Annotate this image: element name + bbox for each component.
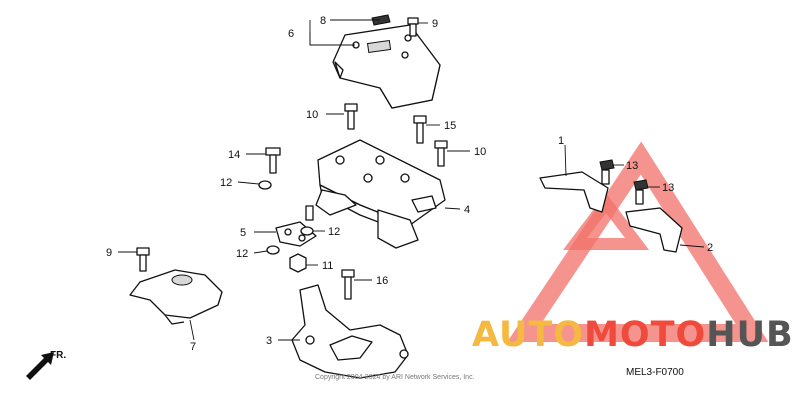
callout-15: 15: [444, 120, 456, 132]
washer-part-12-upper[interactable]: [258, 180, 272, 190]
bracket-part-1[interactable]: [539, 171, 609, 213]
bolt-part-15[interactable]: [413, 115, 427, 144]
callout-14: 14: [228, 149, 240, 161]
front-direction-arrow-icon: [26, 352, 54, 380]
callout-5: 5: [240, 227, 246, 239]
washer-part-12-lower[interactable]: [266, 245, 280, 255]
bolt-part-13-lower[interactable]: [633, 179, 649, 205]
leader-lines: [118, 19, 705, 341]
callout-13-lower: 13: [662, 182, 674, 194]
callout-2: 2: [707, 242, 713, 254]
callout-7: 7: [190, 341, 196, 353]
brand-part-hub: HUB: [706, 315, 794, 355]
callout-8: 8: [320, 15, 326, 27]
callout-12-upper: 12: [220, 177, 232, 189]
bolt-part-10-upper[interactable]: [344, 103, 358, 130]
copyright-notice: Copyright 2004-2024 by ARI Network Servi…: [315, 374, 475, 381]
callout-10-upper: 10: [306, 109, 318, 121]
front-direction-label: FR.: [50, 350, 67, 361]
brand-part-moto: MOTO: [584, 315, 707, 355]
screw-part-9-left[interactable]: [136, 247, 150, 272]
callout-3: 3: [266, 335, 272, 347]
top-cover-part-6[interactable]: [332, 24, 441, 109]
screw-part-9-top[interactable]: [407, 17, 419, 37]
bracket-part-2[interactable]: [625, 207, 683, 253]
bolt-part-16[interactable]: [341, 269, 355, 300]
bolt-part-small[interactable]: [305, 205, 314, 221]
holder-part-7[interactable]: [129, 269, 223, 325]
callout-10-right: 10: [474, 146, 486, 158]
nut-part-11[interactable]: [289, 253, 307, 273]
lower-bracket-part-3[interactable]: [291, 284, 409, 379]
washer-part-12-right[interactable]: [300, 226, 314, 236]
callout-4: 4: [464, 204, 470, 216]
callout-labels: 8 6 9 10 15 10 14 12 4 5 12 12 11 9 7 16…: [106, 15, 713, 353]
callout-1: 1: [558, 135, 564, 147]
bolt-part-13-upper[interactable]: [599, 159, 615, 185]
callout-9-left: 9: [106, 247, 112, 259]
bolt-part-14[interactable]: [265, 147, 281, 174]
bolt-part-10-right[interactable]: [434, 140, 448, 167]
callout-11: 11: [322, 260, 333, 272]
callout-12-right: 12: [328, 226, 340, 238]
callout-9-top: 9: [432, 18, 438, 30]
callout-12-lower: 12: [236, 248, 248, 260]
top-bridge-part-4[interactable]: [315, 139, 446, 249]
callout-6: 6: [288, 28, 294, 40]
callout-13-upper: 13: [626, 160, 638, 172]
diagram-code: MEL3-F0700: [626, 367, 684, 378]
brand-part-auto: AUTO: [472, 315, 585, 355]
callout-16: 16: [376, 275, 388, 287]
watermark-brand: AUTOMOTOHUB: [472, 318, 794, 353]
watermark-triangle: [507, 141, 769, 342]
clip-part-8[interactable]: [371, 14, 391, 26]
